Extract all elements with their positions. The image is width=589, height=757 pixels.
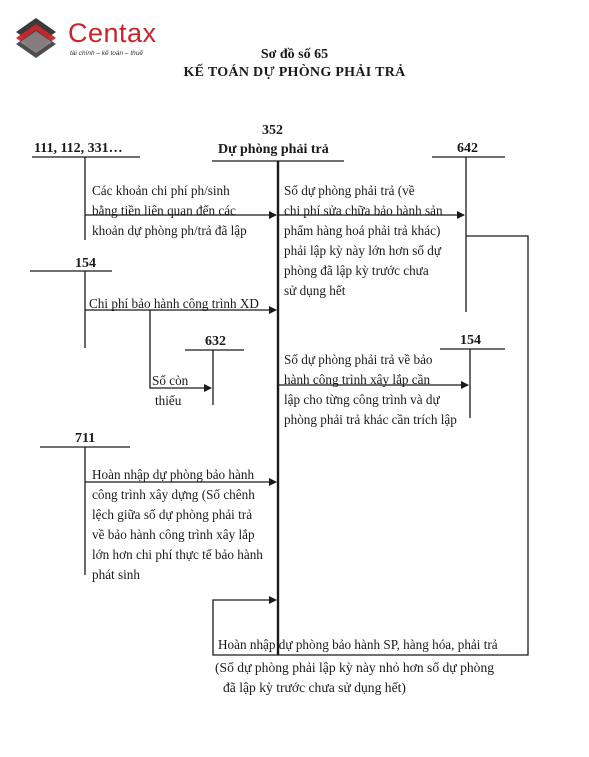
entry-bottom-note: (Số dự phòng phải lập kỳ này nhỏ hơn số …: [215, 660, 495, 695]
arrow-reversal-642-to-352: [212, 235, 529, 656]
account-632: 632: [205, 334, 226, 349]
entry-bottom-reversal: Hoàn nhập dự phòng bảo hành SP, hàng hóa…: [218, 637, 498, 652]
account-352-name: Dự phòng phải trả: [218, 142, 329, 157]
account-111-112-331: 111, 112, 331…: [34, 141, 123, 156]
account-154-right: 154: [460, 333, 481, 348]
brand-tagline: tài chính – kế toán – thuế: [70, 50, 143, 57]
brand-name: Centax: [68, 18, 157, 48]
entry-warranty-cost: Chi phí bảo hành công trình XD: [89, 296, 259, 311]
account-642: 642: [457, 141, 478, 156]
centax-logo: Centax tài chính – kế toán – thuế: [14, 14, 184, 64]
account-352-code: 352: [262, 123, 283, 138]
account-711: 711: [75, 431, 96, 446]
centax-logo-mark: [16, 18, 56, 58]
entry-right-154: Số dự phòng phải trả về bảo hành công tr…: [284, 352, 457, 427]
diagram-number: Sơ đồ số 65: [260, 47, 329, 62]
entry-right-642: Số dự phòng phải trả (về chi phí sửa chữ…: [284, 183, 443, 298]
account-154-left: 154: [75, 256, 96, 271]
entry-reversal-711: Hoàn nhập dự phòng bảo hành công trình x…: [92, 467, 263, 582]
diagram-title: KẾ TOÁN DỰ PHÒNG PHẢI TRẢ: [183, 65, 406, 80]
arrow-shortfall-to-632: [149, 310, 212, 392]
entry-left-costs: Các khoản chi phí ph/sinh bằng tiền liên…: [92, 183, 247, 238]
entry-shortfall: Số còn thiếu: [152, 373, 189, 408]
